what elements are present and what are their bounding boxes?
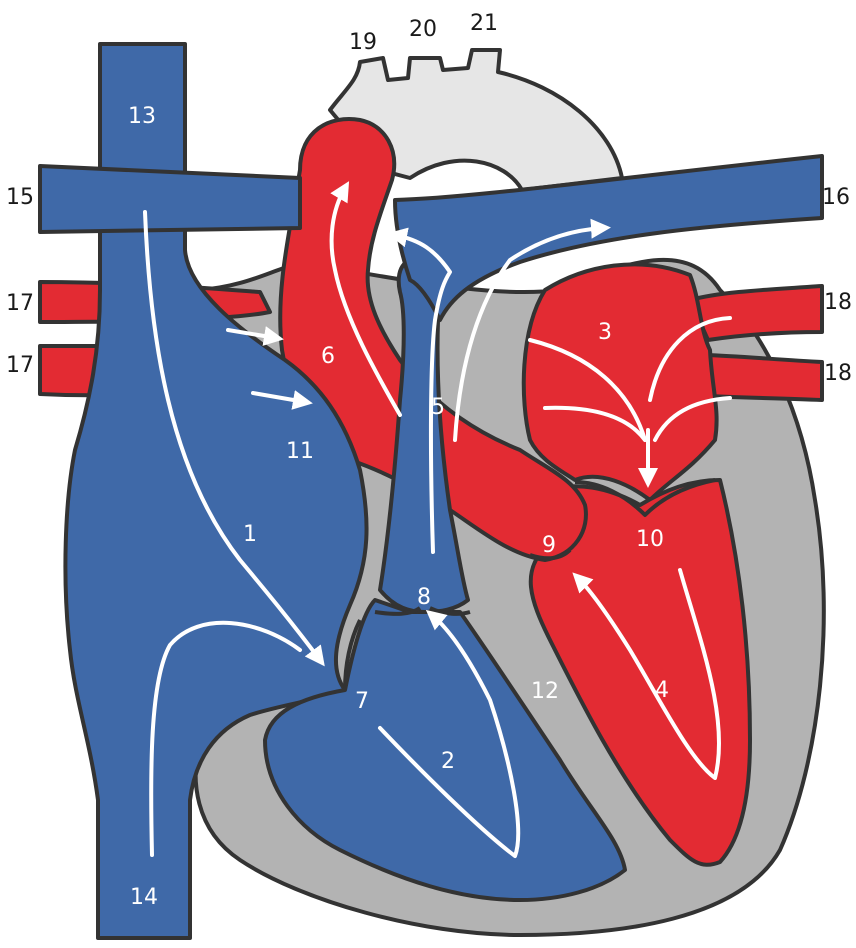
label-17-upper: 17 bbox=[6, 291, 34, 316]
label-17-lower: 17 bbox=[6, 353, 34, 378]
pulmonary-vein-18-upper bbox=[690, 286, 822, 340]
label-1: 1 bbox=[243, 522, 257, 547]
label-20: 20 bbox=[409, 17, 437, 42]
label-12: 12 bbox=[531, 679, 559, 704]
label-10: 10 bbox=[636, 527, 664, 552]
label-4: 4 bbox=[655, 678, 669, 703]
label-19: 19 bbox=[349, 30, 377, 55]
label-9: 9 bbox=[542, 533, 556, 558]
label-18-lower: 18 bbox=[824, 361, 852, 386]
label-5: 5 bbox=[431, 395, 445, 420]
label-13: 13 bbox=[128, 104, 156, 129]
label-21: 21 bbox=[470, 11, 498, 36]
label-8: 8 bbox=[417, 585, 431, 610]
pulmonary-artery-15 bbox=[40, 166, 300, 232]
label-15: 15 bbox=[6, 185, 34, 210]
label-16: 16 bbox=[822, 185, 850, 210]
left-atrium bbox=[524, 264, 717, 500]
pulmonary-vein-18-lower bbox=[705, 355, 822, 400]
label-7: 7 bbox=[355, 689, 369, 714]
label-11: 11 bbox=[286, 439, 314, 464]
label-18-upper: 18 bbox=[824, 290, 852, 315]
label-6: 6 bbox=[321, 344, 335, 369]
label-14: 14 bbox=[130, 885, 158, 910]
label-2: 2 bbox=[441, 749, 455, 774]
label-3: 3 bbox=[598, 320, 612, 345]
